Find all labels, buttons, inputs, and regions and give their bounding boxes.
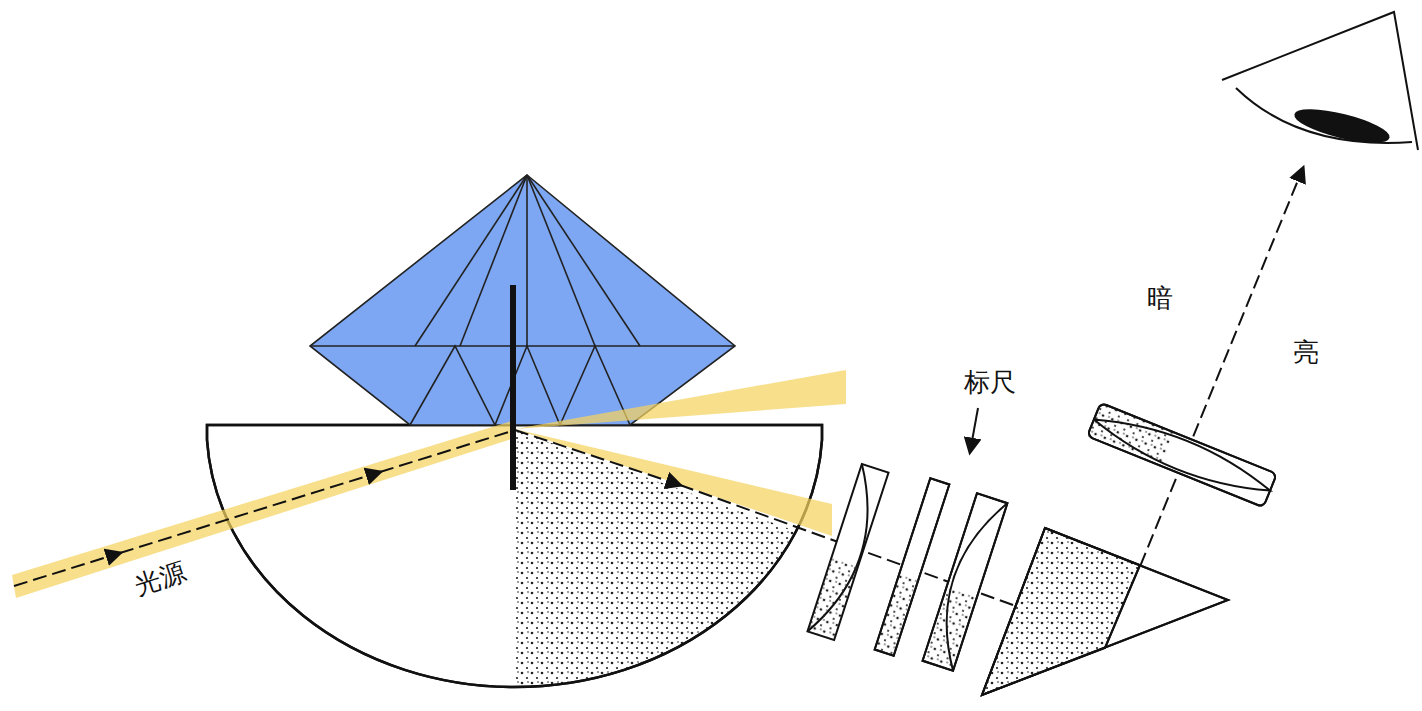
eye [1222,12,1418,150]
eyepiece-lens [1087,403,1277,508]
gemstone [460,175,527,346]
gemstone [527,175,640,346]
part-label: 光源 [128,554,193,601]
lens [923,493,1008,670]
prism [982,528,1228,695]
prism [1105,565,1140,648]
light-ray [14,553,120,586]
gemstone [527,175,595,346]
leader-arrow [970,408,978,452]
prism [982,528,1228,695]
gemstone [310,345,735,347]
lens [923,493,1008,670]
light-ray [515,430,680,485]
light-ray [120,472,380,553]
eyepiece-lens [1087,403,1175,466]
lens [923,493,1008,670]
eyepiece-lens [1087,403,1277,508]
hemisphere [207,425,840,711]
light-beam [12,370,846,598]
lens [923,493,1008,670]
scale-plate [875,573,919,655]
eye [1293,104,1391,149]
eyepiece-lens [1088,406,1275,505]
eyepiece-lens [1087,403,1277,508]
part-label: 标尺 [961,367,1019,398]
light-ray [380,430,515,472]
prism [982,528,1140,695]
light-beam [12,420,515,598]
part-label: 亮 [1290,337,1322,368]
part-label: 暗 [1144,283,1176,314]
light-beam [515,370,846,429]
gemstone [310,175,735,425]
eyepiece-lens [1087,403,1277,508]
stipple-region [515,430,840,711]
lens [807,464,888,640]
lens [807,464,887,640]
gemstone [410,346,630,425]
lens [807,464,888,640]
gemstone [526,175,528,346]
stop-bar [510,285,516,490]
lens [923,587,978,671]
eye [1222,12,1418,150]
prism [982,528,1228,695]
stipple-region [515,430,840,711]
lens [807,557,858,640]
light-beam [515,429,832,536]
lens [807,464,888,640]
gemstone [310,175,735,425]
